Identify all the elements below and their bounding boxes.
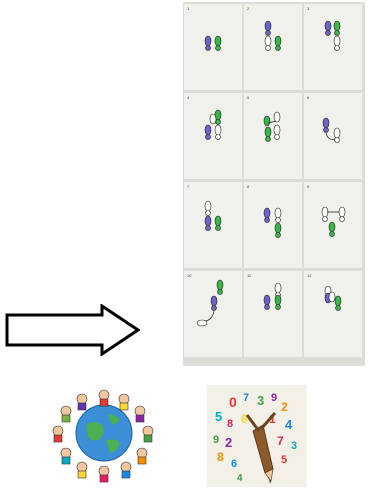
step-2: 2: [244, 4, 302, 90]
footprints-icon: [304, 271, 362, 357]
step-1: 1: [184, 4, 242, 90]
step-9: 9: [304, 182, 362, 268]
svg-text:7: 7: [277, 434, 284, 448]
step-11: 11: [244, 271, 302, 357]
footprints-icon: [244, 4, 302, 90]
footprints-icon: [304, 182, 362, 268]
step-12: 12: [304, 271, 362, 357]
svg-text:3: 3: [257, 393, 264, 408]
footprints-icon: [184, 271, 242, 357]
footprints-icon: [244, 93, 302, 179]
step-7: 7: [184, 182, 242, 268]
svg-text:6: 6: [231, 458, 237, 470]
svg-text:4: 4: [237, 473, 243, 484]
svg-text:9: 9: [271, 392, 277, 404]
footprints-icon: [244, 271, 302, 357]
step-4: 4: [184, 93, 242, 179]
svg-text:5: 5: [281, 454, 287, 466]
step-8: 8: [244, 182, 302, 268]
footprints-icon: [184, 182, 242, 268]
step-5: 5: [244, 93, 302, 179]
svg-text:2: 2: [225, 435, 232, 450]
number-tree-pencil-icon: 0 7 3 9 2 5 8 6 1 4 9 2 7 3 8 6 5 4 0: [207, 385, 307, 487]
step-10: 10: [184, 271, 242, 357]
svg-text:0: 0: [229, 394, 237, 410]
svg-text:2: 2: [281, 400, 288, 414]
svg-text:8: 8: [217, 450, 224, 464]
footprints-icon: [184, 4, 242, 90]
svg-text:6: 6: [241, 412, 248, 426]
svg-text:3: 3: [291, 440, 297, 452]
svg-text:9: 9: [213, 434, 219, 446]
step-6: 6: [304, 93, 362, 179]
footprints-icon: [304, 93, 362, 179]
svg-text:5: 5: [215, 409, 222, 424]
right-arrow-icon: [5, 304, 140, 356]
svg-text:8: 8: [227, 418, 233, 430]
footprints-icon: [184, 93, 242, 179]
svg-text:7: 7: [243, 392, 249, 404]
footprints-icon: [244, 182, 302, 268]
children-around-globe-icon: [42, 383, 167, 483]
svg-text:4: 4: [285, 417, 293, 432]
step-3: 3: [304, 4, 362, 90]
footprints-icon: [304, 4, 362, 90]
dance-steps-panel: 1 2 3 4: [183, 2, 365, 366]
